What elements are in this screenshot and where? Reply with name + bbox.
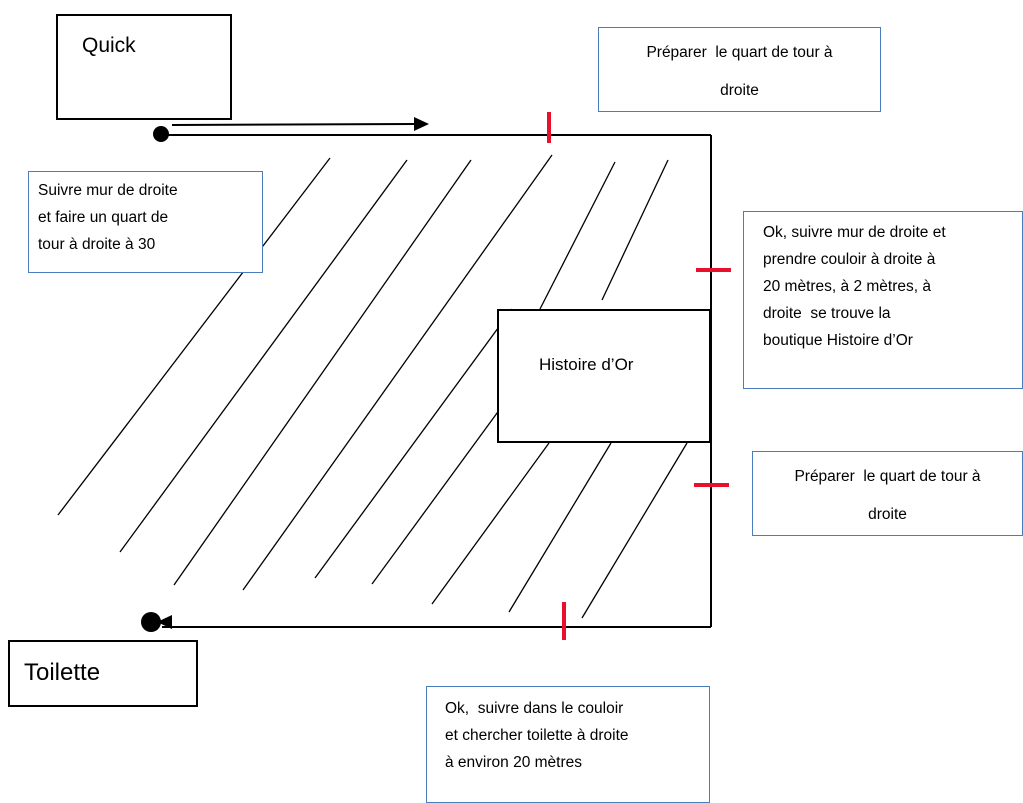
note-line: et faire un quart de [38,209,169,226]
hatch-line [431,442,550,605]
histoire-or-label: Histoire d’Or [539,355,634,374]
note-line: Suivre mur de droite [38,182,178,199]
quick-box: Quick [56,14,232,120]
note-histoire-or-directions: Ok, suivre mur de droite et prendre coul… [743,211,1023,389]
hatch-line [119,159,408,553]
hatch-line [57,157,331,516]
hatch-line [581,442,688,619]
histoire-or-box: Histoire d’Or [497,309,711,443]
hatch-line [601,159,669,301]
note-follow-right-wall: Suivre mur de droite et faire un quart d… [28,171,263,273]
hatch-line [314,308,513,579]
note-line: Préparer le quart de tour à [646,44,833,61]
note-line: Préparer le quart de tour à [794,468,981,485]
hatch-line [371,408,501,585]
start-point [153,126,169,142]
note-prepare-quarter-turn-right: Préparer le quart de tour à droite [752,451,1023,536]
note-prepare-quarter-turn-top: Préparer le quart de tour à droite [598,27,881,112]
note-line: tour à droite à 30 [38,236,156,253]
note-corridor-directions: Ok, suivre dans le couloir et chercher t… [426,686,710,803]
arrow-head [414,117,429,131]
direction-arrow [171,123,417,126]
note-line: à environ 20 mètres [445,754,582,771]
hatch-line [539,161,616,310]
toilette-box: Toilette [8,640,198,707]
note-line: boutique Histoire d’Or [763,332,913,349]
markers [547,112,731,640]
toilette-label: Toilette [24,659,101,686]
note-line: et chercher toilette à droite [445,727,629,744]
note-line: Ok, suivre mur de droite et [763,224,946,241]
end-point [141,612,161,632]
note-line: droite [720,82,759,99]
note-line: droite se trouve la [763,305,891,322]
quick-label: Quick [82,34,136,57]
note-line: 20 mètres, à 2 mètres, à [763,278,931,295]
hatch-line [242,154,553,591]
end-arrow-head [157,615,172,629]
note-line: droite [868,506,907,523]
hatch-line [508,442,612,613]
note-line: prendre couloir à droite à [763,251,936,268]
hatched-area [57,154,688,619]
note-line: Ok, suivre dans le couloir [445,700,624,717]
hatch-line [173,159,472,586]
